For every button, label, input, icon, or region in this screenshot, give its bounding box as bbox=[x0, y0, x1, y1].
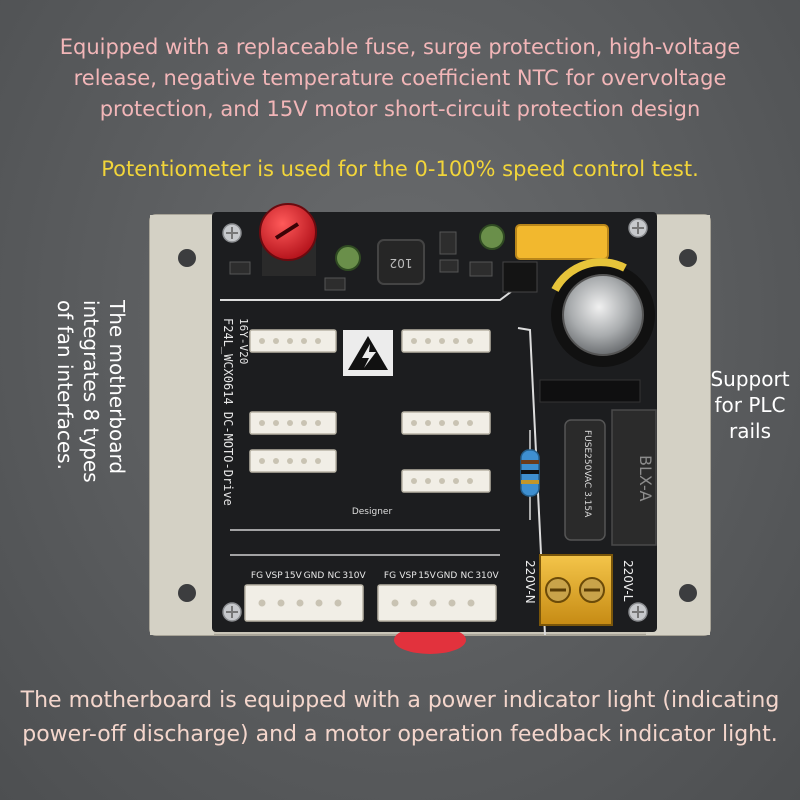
top-caption-line-1: Equipped with a replaceable fuse, surge … bbox=[59, 35, 741, 59]
top-caption-line-3: protection, and 15V motor short-circuit … bbox=[99, 97, 701, 121]
high-voltage-warning-icon bbox=[343, 330, 393, 376]
ntc-resistor bbox=[520, 430, 540, 520]
board-model: F24L_WCX0614 DC-MOTO-Drive bbox=[221, 318, 235, 506]
fuse-label: FUSE250VAC 3.15A bbox=[582, 430, 592, 518]
bottom-caption-line-2: power-off discharge) and a motor operati… bbox=[22, 722, 778, 747]
pin-label: VSP bbox=[265, 571, 283, 581]
pcb: 102 16Y-V20 F24L_WCX0614 DC-MOTO-Drive bbox=[212, 203, 657, 636]
potentiometer-caption: Potentiometer is used for the 0-100% spe… bbox=[101, 157, 699, 181]
power-terminal-block: 220V-N 220V-L bbox=[523, 554, 635, 626]
inductor bbox=[377, 239, 425, 285]
board-version: 16Y-V20 bbox=[237, 318, 250, 364]
pin-label: GND bbox=[304, 571, 325, 581]
plc-label-line-2: for PLC bbox=[714, 393, 786, 417]
diode bbox=[502, 261, 538, 293]
surge-protector bbox=[515, 224, 609, 260]
fan-connector-7 bbox=[244, 584, 364, 622]
fan-interfaces-label: The motherboard integrates 8 types of fa… bbox=[30, 300, 130, 500]
fan-connector-2 bbox=[401, 329, 491, 353]
bottom-caption: The motherboard is equipped with a power… bbox=[0, 684, 800, 752]
fan-connector-group bbox=[244, 329, 497, 622]
pin-label: NC bbox=[460, 571, 473, 581]
fan-connector-6 bbox=[401, 469, 491, 493]
brand-label: Designer bbox=[352, 507, 393, 517]
top-caption-line-2: release, negative temperature coefficien… bbox=[73, 66, 727, 90]
inductor-label: 102 bbox=[390, 256, 413, 270]
pin-label: NC bbox=[327, 571, 340, 581]
fan-label-line-2: integrates 8 types bbox=[79, 300, 103, 483]
mount-hole bbox=[679, 584, 697, 602]
pin-label: FG bbox=[251, 571, 263, 581]
top-caption: Equipped with a replaceable fuse, surge … bbox=[0, 32, 800, 125]
pin-label: 310V bbox=[475, 571, 499, 581]
capacitor-small bbox=[335, 245, 361, 271]
mount-hole bbox=[178, 249, 196, 267]
potentiometer bbox=[259, 203, 317, 276]
pin-label: 15V bbox=[418, 571, 436, 581]
fan-label-line-1: The motherboard bbox=[105, 300, 129, 475]
pin-label: VSP bbox=[399, 571, 417, 581]
capacitor-small bbox=[479, 224, 505, 250]
mount-hole bbox=[178, 584, 196, 602]
plc-label-line-3: rails bbox=[728, 419, 771, 443]
pin-label: FG bbox=[384, 571, 396, 581]
electrolytic-capacitor bbox=[551, 258, 655, 367]
fan-connector-4 bbox=[401, 411, 491, 435]
plc-rail-label: Support for PLC rails bbox=[700, 366, 800, 444]
bottom-caption-line-1: The motherboard is equipped with a power… bbox=[20, 688, 780, 713]
pin-label: 15V bbox=[284, 571, 302, 581]
terminal-n-label: 220V-N bbox=[523, 560, 537, 604]
pin-label: GND bbox=[437, 571, 458, 581]
din-rail-slot bbox=[539, 379, 641, 403]
terminal-l-label: 220V-L bbox=[621, 560, 635, 602]
mount-hole bbox=[679, 249, 697, 267]
relay-label: BLX-A bbox=[636, 455, 655, 501]
relay: BLX-A bbox=[611, 409, 657, 546]
pin-label: 310V bbox=[342, 571, 366, 581]
power-indicator-light bbox=[394, 626, 466, 654]
fuse-holder: FUSE250VAC 3.15A bbox=[564, 419, 606, 541]
fan-label-line-3: of fan interfaces. bbox=[53, 300, 77, 470]
fan-connector-8 bbox=[377, 584, 497, 622]
plc-label-line-1: Support bbox=[710, 367, 790, 391]
